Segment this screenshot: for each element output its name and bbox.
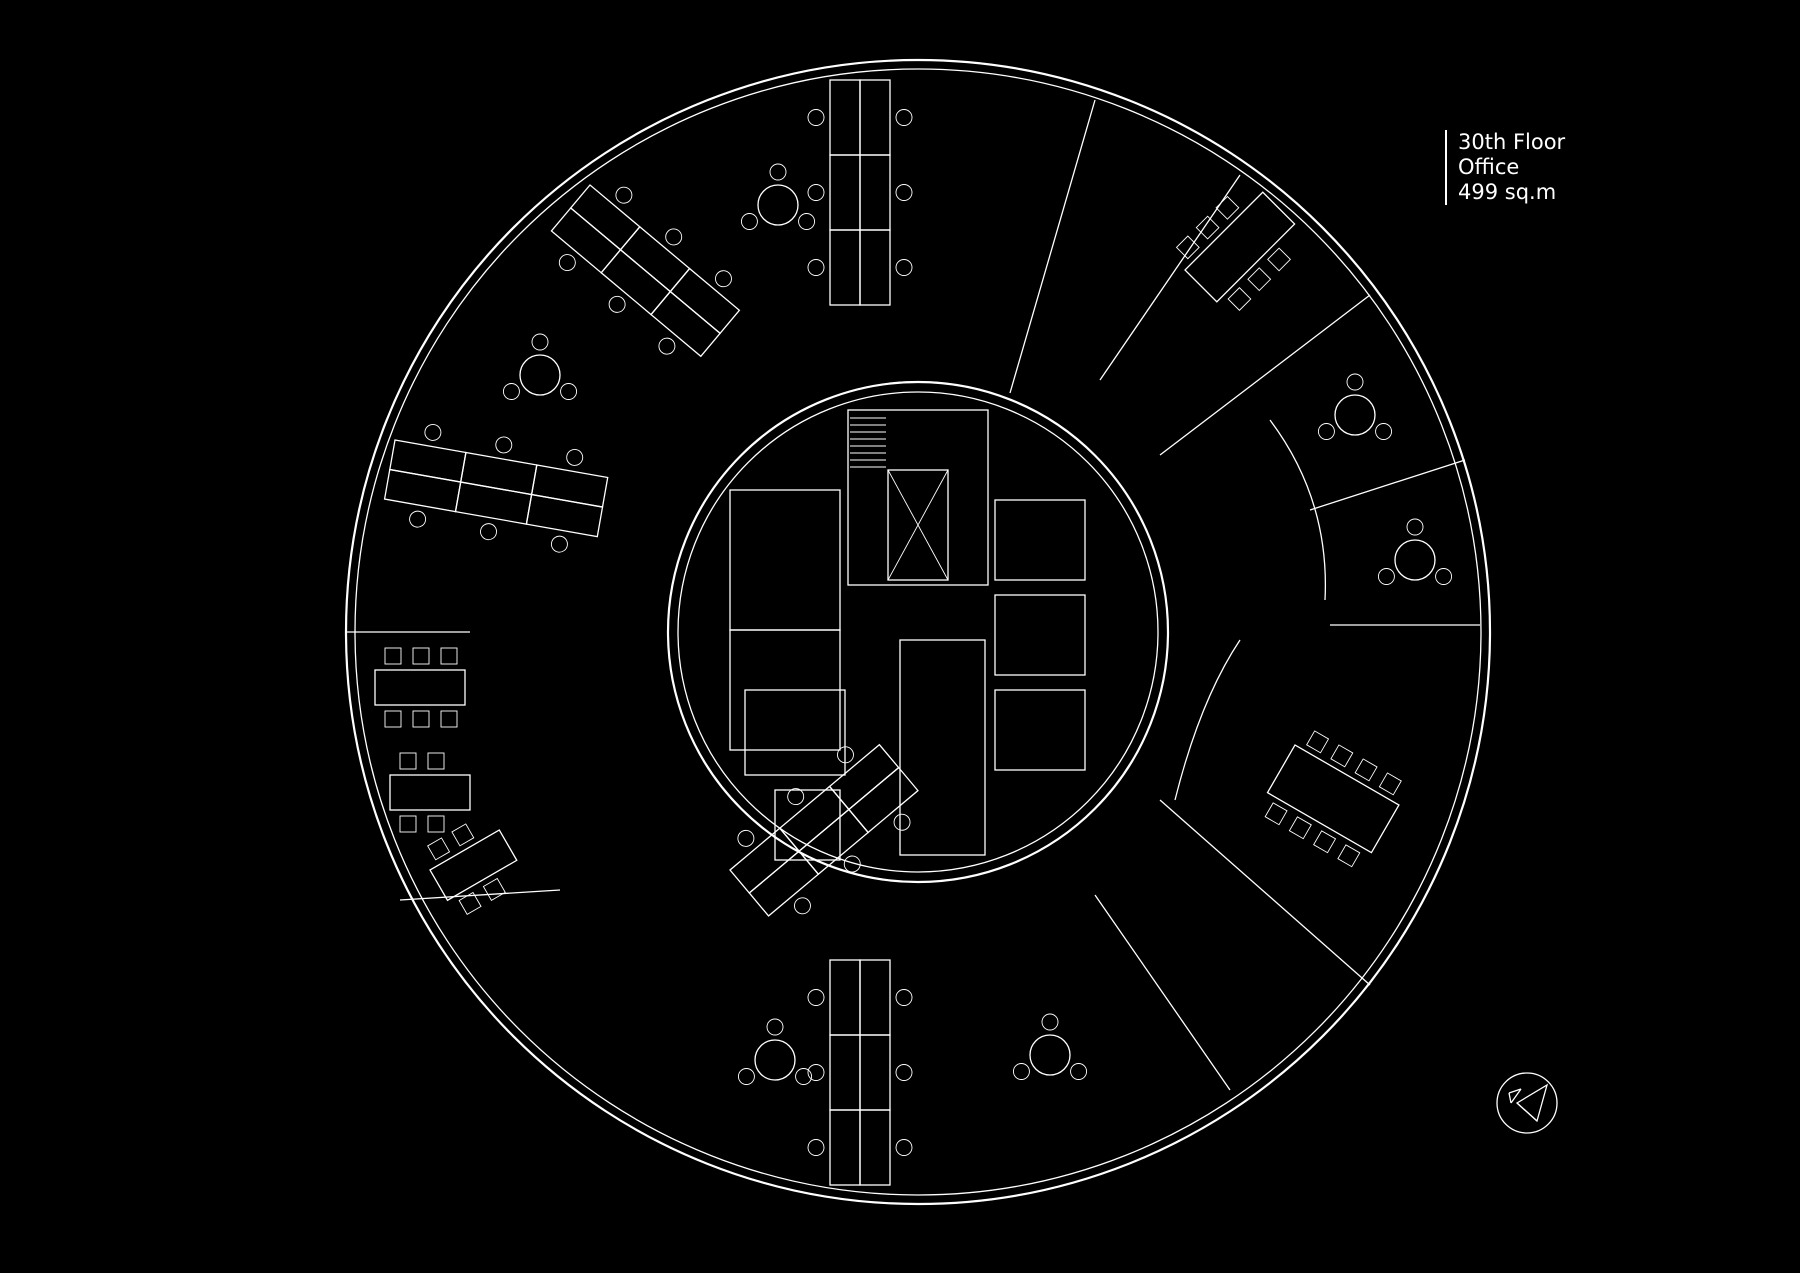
round-table [502, 333, 578, 400]
furniture [374, 79, 1453, 1186]
round-table [1377, 518, 1453, 585]
round-table [1012, 1013, 1088, 1080]
partitions [345, 99, 1480, 1091]
floor-info: 30th Floor Office 499 sq.m [1445, 130, 1565, 205]
floor-label: 30th Floor [1458, 130, 1566, 154]
riser [774, 789, 841, 861]
lift-shaft-2 [994, 594, 1086, 676]
meeting-table [389, 752, 471, 833]
round-table [740, 163, 816, 230]
round-table [737, 1018, 813, 1085]
building-core [666, 380, 1170, 884]
north-arrow-icon [1496, 1072, 1558, 1134]
desk-cluster [729, 743, 919, 917]
area-label: 499 sq.m [1458, 180, 1557, 204]
desk-cluster [383, 424, 609, 553]
use-label: Office [1458, 155, 1520, 179]
desk-cluster [550, 184, 741, 358]
round-table [1317, 373, 1393, 440]
meeting-table [427, 823, 518, 915]
lift-shaft-3 [994, 689, 1086, 771]
lift-shaft-1 [994, 499, 1086, 581]
stair [847, 409, 989, 586]
toilet-block-left [729, 489, 841, 631]
stair-landing [887, 469, 949, 581]
meeting-table [1264, 730, 1402, 868]
meeting-table [374, 647, 466, 728]
desk-cluster [807, 79, 913, 306]
meeting-table [1175, 191, 1296, 311]
outer-facade [344, 58, 1492, 1206]
toilet-block-centre [899, 639, 986, 856]
lift-shaft-4 [744, 689, 846, 776]
desk-cluster [807, 959, 913, 1186]
